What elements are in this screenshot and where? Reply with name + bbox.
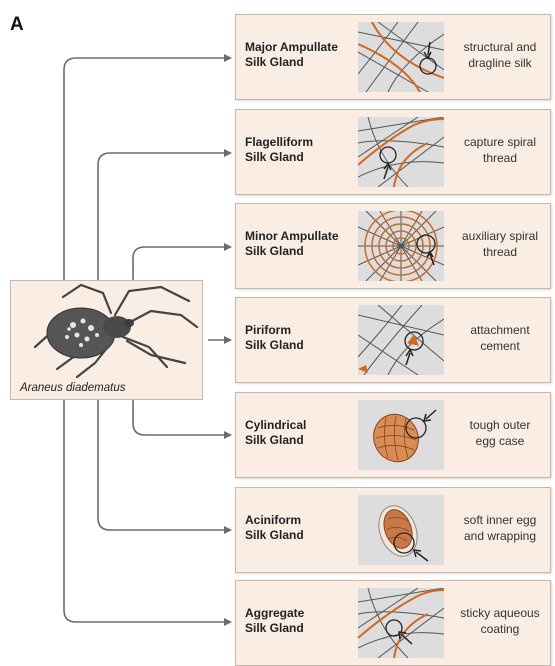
gland-name-line2: Silk Gland xyxy=(245,244,351,259)
gland-function: attachment cement xyxy=(450,322,550,354)
gland-function: tough outer egg case xyxy=(450,417,550,449)
web-dragline-icon xyxy=(358,22,444,92)
gland-function-line1: auxiliary spiral xyxy=(450,228,550,244)
spider-icon xyxy=(11,281,202,381)
web-attachment-icon xyxy=(358,305,444,375)
gland-panel-aciniform: Aciniform Silk Gland soft inner egg and … xyxy=(235,487,551,573)
gland-name-line2: Silk Gland xyxy=(245,338,351,353)
gland-function-line1: capture spiral xyxy=(450,134,550,150)
connector-cylindrical xyxy=(133,400,231,435)
gland-name-line1: Minor Ampullate xyxy=(245,229,351,244)
gland-panel-piriform: Piriform Silk Gland attachment cement xyxy=(235,297,551,383)
egg-case-icon xyxy=(358,400,444,470)
gland-function-line2: thread xyxy=(450,244,550,260)
gland-function-line2: and wrapping xyxy=(450,528,550,544)
gland-panel-aggregate: Aggregate Silk Gland sticky aqueous coat… xyxy=(235,580,551,666)
gland-function-line2: coating xyxy=(450,621,550,637)
connector-aciniform xyxy=(98,400,231,530)
gland-panel-major-ampullate: Major Ampullate Silk Gland structural an… xyxy=(235,14,551,100)
web-sticky-droplet-icon xyxy=(358,588,444,658)
gland-function-line2: dragline silk xyxy=(450,55,550,71)
species-label: Araneus diadematus xyxy=(20,382,125,394)
gland-name-line2: Silk Gland xyxy=(245,433,351,448)
gland-name: Aggregate Silk Gland xyxy=(245,606,351,636)
web-capture-spiral-icon xyxy=(358,117,444,187)
gland-function: structural and dragline silk xyxy=(450,39,550,71)
gland-function-line1: tough outer xyxy=(450,417,550,433)
gland-panel-cylindrical: Cylindrical Silk Gland tough outer egg c… xyxy=(235,392,551,478)
gland-function-line1: attachment xyxy=(450,322,550,338)
gland-name-line1: Piriform xyxy=(245,323,351,338)
gland-function: auxiliary spiral thread xyxy=(450,228,550,260)
spider-panel: Araneus diadematus xyxy=(10,280,203,400)
gland-function-line2: thread xyxy=(450,150,550,166)
gland-name: Minor Ampullate Silk Gland xyxy=(245,229,351,259)
gland-function-line2: egg case xyxy=(450,433,550,449)
gland-function-line1: soft inner egg xyxy=(450,512,550,528)
gland-name-line2: Silk Gland xyxy=(245,150,351,165)
connector-aggregate xyxy=(64,400,231,622)
gland-name-line2: Silk Gland xyxy=(245,528,351,543)
connector-minor-ampullate xyxy=(133,247,231,280)
gland-name-line1: Cylindrical xyxy=(245,418,351,433)
gland-panel-minor-ampullate: Minor Ampullate Silk Gland auxiliary spi… xyxy=(235,203,551,289)
gland-function-line2: cement xyxy=(450,338,550,354)
gland-name: Aciniform Silk Gland xyxy=(245,513,351,543)
gland-name: Flagelliform Silk Gland xyxy=(245,135,351,165)
gland-function: sticky aqueous coating xyxy=(450,605,550,637)
gland-name: Major Ampullate Silk Gland xyxy=(245,40,351,70)
gland-panel-flagelliform: Flagelliform Silk Gland capture spiral t… xyxy=(235,109,551,195)
gland-name-line1: Flagelliform xyxy=(245,135,351,150)
gland-name-line2: Silk Gland xyxy=(245,621,351,636)
gland-name: Cylindrical Silk Gland xyxy=(245,418,351,448)
connector-flagelliform xyxy=(98,153,231,280)
egg-wrapping-icon xyxy=(358,495,444,565)
gland-name-line1: Aciniform xyxy=(245,513,351,528)
orb-web-icon xyxy=(358,211,444,281)
gland-function: capture spiral thread xyxy=(450,134,550,166)
gland-name: Piriform Silk Gland xyxy=(245,323,351,353)
gland-function-line1: sticky aqueous xyxy=(450,605,550,621)
gland-function-line1: structural and xyxy=(450,39,550,55)
gland-function: soft inner egg and wrapping xyxy=(450,512,550,544)
gland-name-line2: Silk Gland xyxy=(245,55,351,70)
gland-name-line1: Aggregate xyxy=(245,606,351,621)
gland-name-line1: Major Ampullate xyxy=(245,40,351,55)
